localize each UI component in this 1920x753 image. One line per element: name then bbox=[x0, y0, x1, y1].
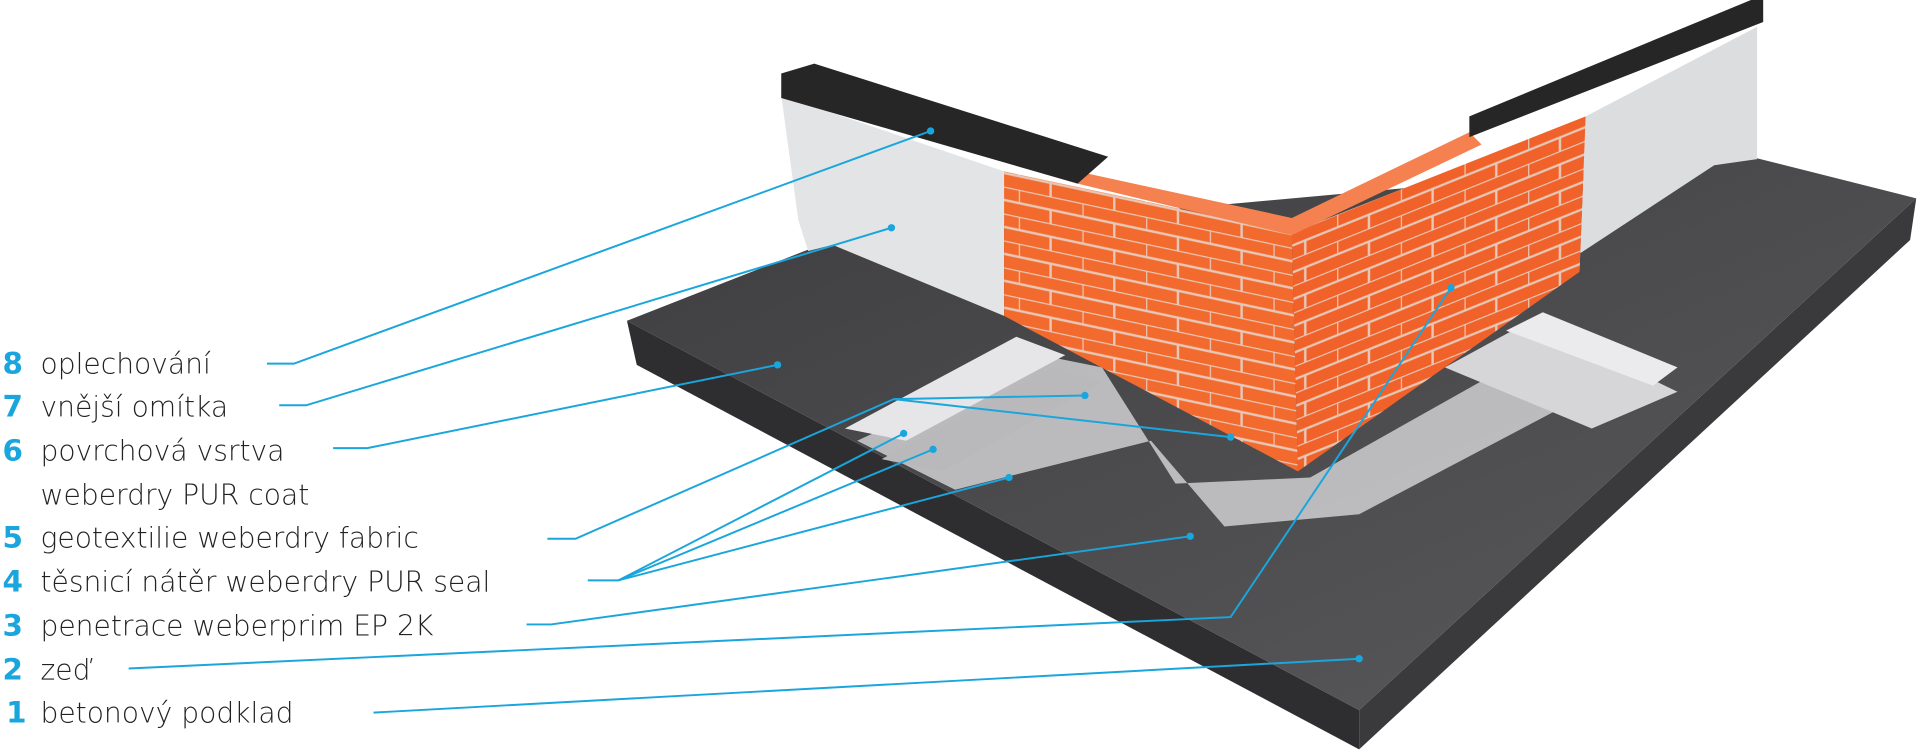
leader-lines bbox=[128, 127, 1455, 714]
label-number: 6 bbox=[3, 433, 23, 467]
label-number: 3 bbox=[3, 608, 23, 642]
brick-wall-left bbox=[1004, 171, 1298, 472]
label-text: zeď bbox=[40, 654, 92, 687]
left-plaster-wall bbox=[781, 95, 1005, 316]
label-text: geotextilie weberdry fabric bbox=[40, 521, 418, 554]
right-plaster-wall bbox=[1518, 26, 1758, 294]
membrane-strips bbox=[844, 312, 1678, 527]
right-coping bbox=[1469, 0, 1764, 138]
label-text: vnější omítka bbox=[40, 390, 228, 423]
label-number: 4 bbox=[3, 564, 23, 598]
label-text: penetrace weberprim EP 2K bbox=[40, 609, 433, 642]
label-number: 1 bbox=[6, 695, 26, 729]
label-number: 7 bbox=[3, 389, 23, 423]
label-text: betonový podklad bbox=[40, 696, 293, 729]
label-number: 5 bbox=[3, 520, 23, 554]
label-text: oplechování bbox=[40, 347, 211, 380]
label-number: 8 bbox=[3, 346, 23, 380]
label-text: povrchová vsrtva bbox=[40, 434, 284, 467]
label-number: 2 bbox=[3, 653, 23, 687]
left-coping bbox=[781, 63, 1109, 184]
brick-wall-right bbox=[1291, 116, 1586, 472]
label-text: weberdry PUR coat bbox=[40, 478, 309, 511]
legend: 8 oplechování 7 vnější omítka 6 povrchov… bbox=[3, 346, 491, 729]
label-text: těsnicí nátěr weberdry PUR seal bbox=[40, 565, 490, 598]
